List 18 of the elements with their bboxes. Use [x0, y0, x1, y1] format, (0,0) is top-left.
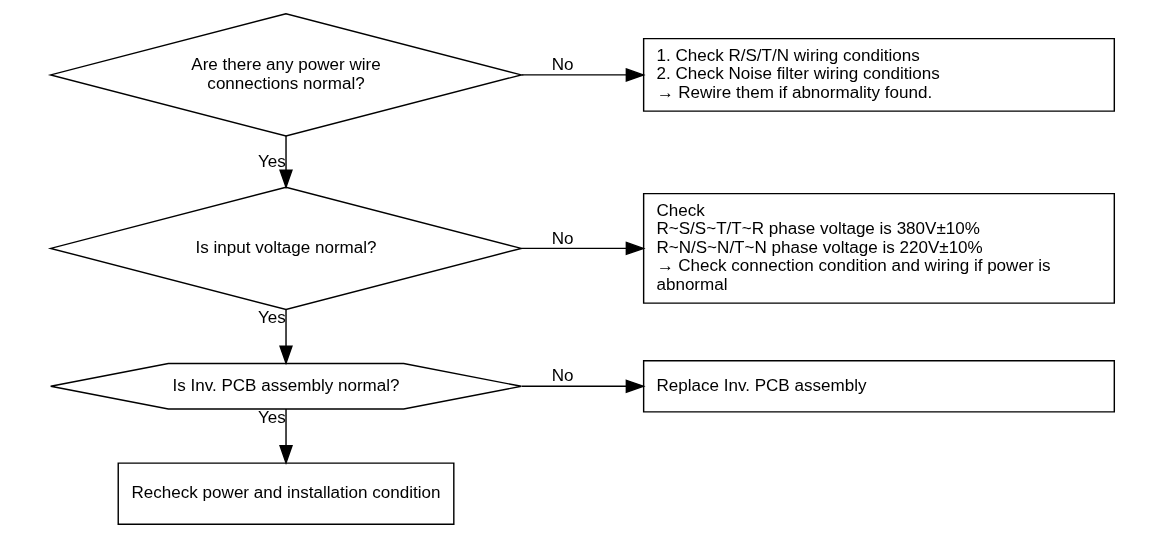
edge-label: No — [551, 55, 574, 75]
edge-label: Yes — [257, 407, 286, 427]
arrow — [278, 408, 293, 465]
node-box: Recheck power and installation condition — [117, 462, 454, 525]
arrow — [278, 308, 293, 366]
node-box: Replace Inv. PCB assembly — [642, 360, 1115, 413]
node-box: 1. Check R/S/T/N wiring conditions 2. Check Noise filter wiring conditions → Rewire them if abnormality found. — [642, 37, 1115, 112]
arrow — [520, 67, 646, 82]
edge-label: No — [551, 228, 574, 248]
node-box: Check R~S/S~T/T~R phase voltage is 380V±10% R~N/S~N/T~N phase voltage is 220V±10% → Check connection condition and wiring if power is abnormal — [642, 192, 1115, 304]
node-diamond: Are there any power wire connections normal? — [47, 13, 524, 137]
edge-label: Yes — [257, 151, 286, 171]
arrow — [520, 241, 646, 256]
arrow — [520, 379, 646, 394]
edge-label: No — [551, 366, 574, 386]
arrow — [278, 135, 293, 190]
edge-label: Yes — [257, 308, 286, 328]
node-diamond: Is input voltage normal? — [47, 186, 524, 311]
